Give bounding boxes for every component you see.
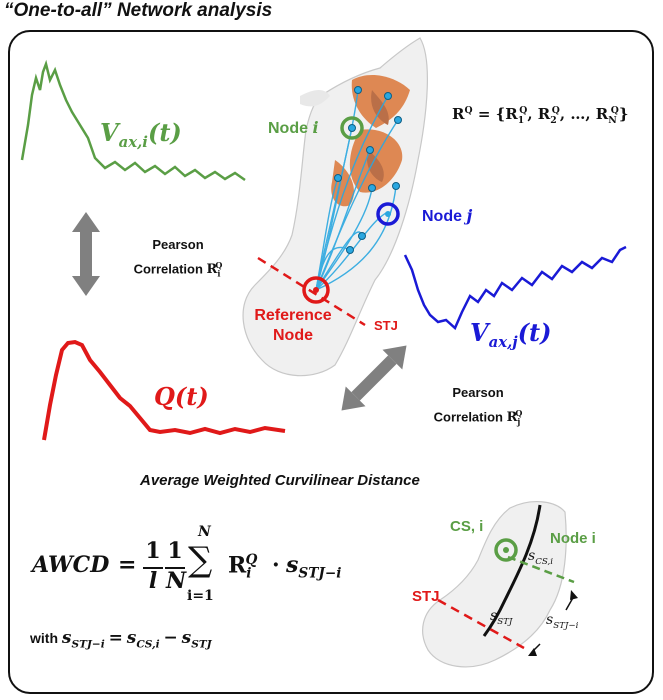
stj-label: STJ (374, 318, 398, 333)
inset-s-stj-i-label: sSTJ−i (546, 612, 579, 631)
vax-j-signal-curve (403, 245, 627, 331)
inset-stj-dashed-line (437, 598, 525, 650)
inset-vessel (422, 501, 578, 668)
vax-i-label: Vax,i(t) (100, 118, 182, 151)
stj-dashed-line (257, 256, 366, 327)
inset-s-stj-label: sSTJ (490, 608, 513, 627)
rq-set-formula: RQ = {R1Q, R2Q, …, RNQ} (452, 105, 629, 126)
node-j-marker (376, 202, 400, 226)
inset-node-label: Node i (550, 530, 596, 547)
inset-stj-label: STJ (412, 588, 440, 605)
q-signal-curve (42, 339, 286, 441)
q-label: Q(t) (154, 382, 209, 411)
node-i-label: Node i (268, 118, 319, 137)
correlation-arrow-left (72, 212, 100, 296)
reference-node-marker (302, 276, 330, 304)
inset-cs-marker (494, 538, 518, 562)
correlation-left-label: Pearson Correlation RiQ (133, 237, 223, 279)
inset-centerline (482, 504, 542, 637)
aorta-left-bulge (300, 90, 330, 107)
vax-i-signal-curve (20, 59, 246, 182)
awcd-heading: Average Weighted Curvilinear Distance (140, 472, 420, 489)
inset-cs-label: CS, i (450, 518, 484, 535)
inset-cs-dashed-line (507, 555, 575, 584)
figure-frame (8, 30, 654, 694)
flow-vortex-structures (331, 75, 410, 207)
vax-j-label: Vax,j(t) (470, 318, 552, 351)
reference-node-label: Reference Node (254, 307, 332, 344)
network-node-dots (334, 86, 402, 254)
node-i-marker (340, 116, 364, 140)
correlation-arrow-right (341, 345, 407, 411)
node-j-label: Node j (422, 206, 473, 225)
correlation-right-label: Pearson Correlation RjQ (433, 385, 523, 427)
with-formula: with sSTJ−i = sCS,i − sSTJ (30, 628, 212, 651)
page-title: “One-to-all” Network analysis (4, 0, 273, 21)
inset-s-cs-label: sCS,i (528, 548, 553, 567)
